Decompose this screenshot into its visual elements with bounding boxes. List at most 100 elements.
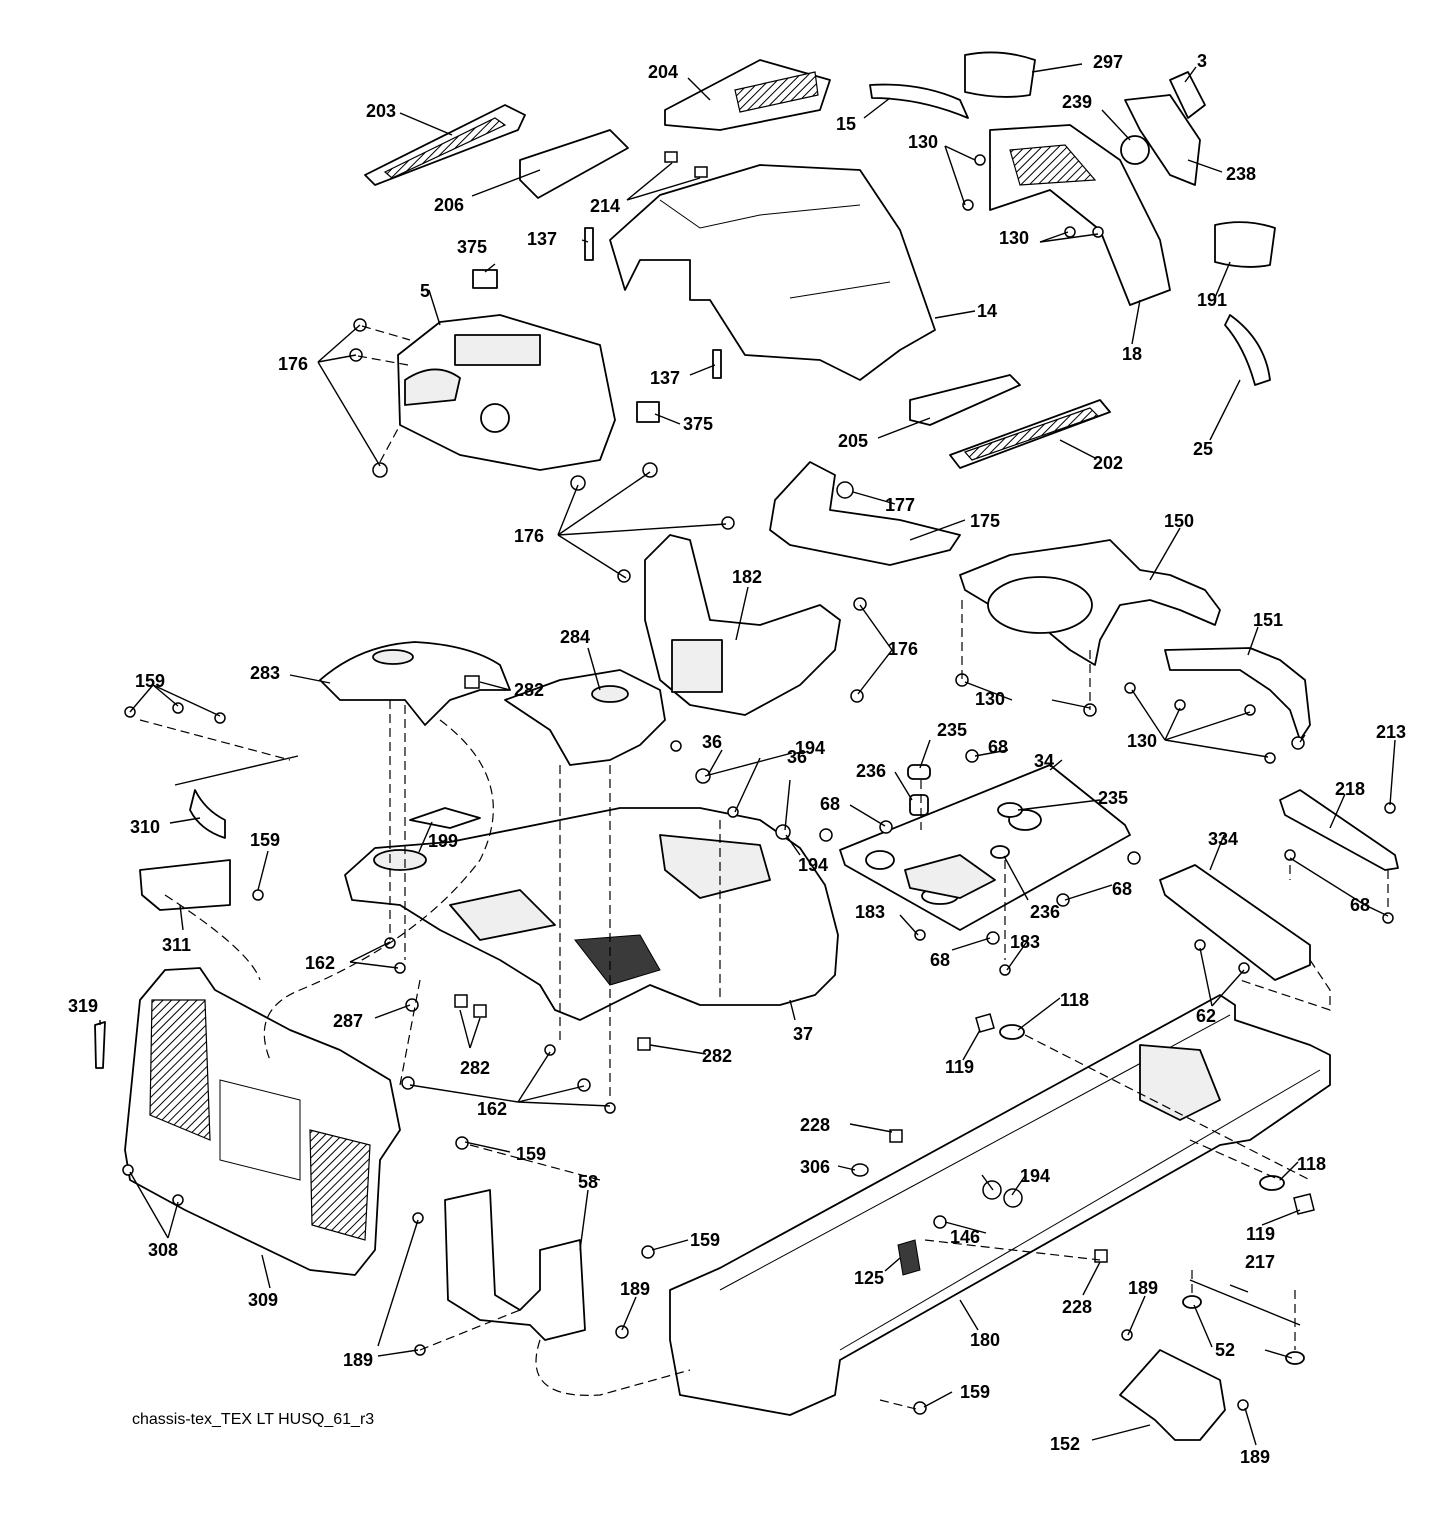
callout-189-d: 189 (1240, 1447, 1270, 1467)
callout-162-b: 162 (477, 1099, 507, 1119)
callout-37: 37 (793, 1024, 813, 1044)
callout-159-c: 159 (516, 1144, 546, 1164)
callout-238: 238 (1226, 164, 1256, 184)
callout-284: 284 (560, 627, 590, 647)
part-3-emblem (1169, 71, 1206, 119)
callout-62: 62 (1196, 1006, 1216, 1026)
callout-162-a: 162 (305, 953, 335, 973)
part-297-cap (964, 51, 1036, 98)
callout-159-e: 159 (960, 1382, 990, 1402)
callout-176-b: 176 (514, 526, 544, 546)
callout-137-a: 137 (527, 229, 557, 249)
leader-lines (99, 63, 1396, 1446)
callout-68-d: 68 (930, 950, 950, 970)
assembly-lines (139, 325, 1389, 1411)
part-118-washer-b (1259, 1175, 1285, 1191)
callout-206: 206 (434, 195, 464, 215)
part-152-plate (1119, 1349, 1226, 1441)
callout-282-c: 282 (702, 1046, 732, 1066)
callout-180: 180 (970, 1330, 1000, 1350)
part-236-bushing-a (909, 794, 929, 816)
part-228-bolt-a (889, 1129, 903, 1143)
callout-58: 58 (578, 1172, 598, 1192)
callout-235-a: 235 (937, 720, 967, 740)
callout-130-b: 130 (999, 228, 1029, 248)
part-137-strip-a (584, 227, 594, 261)
callout-308: 308 (148, 1240, 178, 1260)
callout-236-b: 236 (1030, 902, 1060, 922)
callout-151: 151 (1253, 610, 1283, 630)
callout-375-b: 375 (683, 414, 713, 434)
part-14-hood (609, 164, 936, 381)
callout-217: 217 (1245, 1252, 1275, 1272)
callout-213: 213 (1376, 722, 1406, 742)
callout-214: 214 (590, 196, 620, 216)
part-119-nut-a (975, 1013, 995, 1033)
callout-218: 218 (1335, 779, 1365, 799)
callout-282-b: 282 (460, 1058, 490, 1078)
part-118-washer-a (999, 1024, 1025, 1040)
callout-68-c: 68 (1112, 879, 1132, 899)
callout-287: 287 (333, 1011, 363, 1031)
part-191-cap (1214, 221, 1276, 268)
callout-130-d: 130 (1127, 731, 1157, 751)
callout-235-b: 235 (1098, 788, 1128, 808)
callout-375-a: 375 (457, 237, 487, 257)
callout-118-b: 118 (1297, 1154, 1326, 1174)
callout-311: 311 (162, 935, 191, 955)
part-282-clip-a (464, 675, 480, 689)
callout-36-b: 36 (787, 747, 807, 767)
part-334-plate (1159, 864, 1311, 981)
callout-137-b: 137 (650, 368, 680, 388)
callout-25: 25 (1193, 439, 1213, 459)
part-5-dash (397, 314, 616, 471)
callout-125: 125 (854, 1268, 884, 1288)
part-58-bracket (444, 1189, 586, 1341)
part-375-pad-b (636, 401, 660, 423)
part-146-plug (933, 1215, 947, 1229)
diagram-caption: chassis-tex_TEX LT HUSQ_61_r3 (132, 1411, 374, 1428)
callout-130-c: 130 (975, 689, 1005, 709)
part-217-rod (1189, 1279, 1301, 1326)
callout-labels: 3 5 14 15 18 25 34 36 36 37 52 58 62 68 … (68, 51, 1406, 1467)
callout-189-b: 189 (343, 1350, 373, 1370)
part-194-nut-a (982, 1180, 1002, 1200)
callout-130-a: 130 (908, 132, 938, 152)
part-282-clip-c (473, 1004, 487, 1018)
parts-layer (94, 51, 1399, 1441)
part-199-plate (409, 807, 481, 829)
callout-306: 306 (800, 1157, 830, 1177)
callout-146: 146 (950, 1227, 980, 1247)
callout-159-b: 159 (250, 830, 280, 850)
callout-150: 150 (1164, 511, 1194, 531)
callout-68-e: 68 (1350, 895, 1370, 915)
callout-189-a: 189 (620, 1279, 650, 1299)
callout-199: 199 (428, 831, 458, 851)
part-236-bushing-b (990, 845, 1010, 859)
part-235-spacer-a (907, 764, 931, 780)
callout-310: 310 (130, 817, 160, 837)
part-375-pad-a (472, 269, 498, 289)
part-119-nut-b (1293, 1193, 1315, 1215)
callout-283: 283 (250, 663, 280, 683)
callout-34: 34 (1034, 751, 1054, 771)
part-206-panel (519, 129, 629, 199)
callout-202: 202 (1093, 453, 1123, 473)
hardware-layer (122, 154, 1396, 1415)
callout-118-a: 118 (1060, 990, 1089, 1010)
part-310-bracket (189, 789, 226, 839)
callout-239: 239 (1062, 92, 1092, 112)
callout-176-c: 176 (888, 639, 918, 659)
callout-182: 182 (732, 567, 762, 587)
part-194-nut-b (1003, 1188, 1023, 1208)
part-137-strip-b (712, 349, 722, 379)
part-239-badge (1120, 135, 1150, 165)
part-205-panel (909, 374, 1021, 426)
part-15-strip (869, 83, 969, 119)
callout-15: 15 (836, 114, 856, 134)
callout-18: 18 (1122, 344, 1142, 364)
part-214-clip-a (664, 151, 678, 163)
callout-228-a: 228 (800, 1115, 830, 1135)
